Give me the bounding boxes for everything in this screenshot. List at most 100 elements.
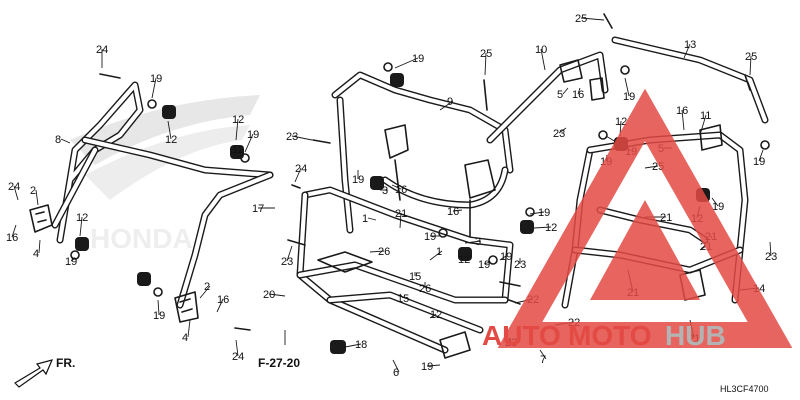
callout-leader [244, 133, 254, 153]
callout-label: 5 [557, 89, 563, 101]
callout-leader [35, 189, 39, 206]
reference-label: F-27-20 [258, 356, 300, 370]
callout-leader [235, 339, 239, 357]
callout-leader [683, 43, 691, 59]
callout-label: 12 [76, 212, 88, 224]
callout-label: 24 [232, 351, 244, 363]
callout-label: 19 [421, 361, 433, 373]
callout-leader [439, 100, 454, 111]
watermark-brand-auto: AUTO [482, 320, 561, 351]
callout-leader [13, 185, 19, 201]
callout-label: 7 [540, 354, 546, 366]
callout-label: 16 [217, 294, 229, 306]
callout-leader [533, 226, 552, 229]
callout-leader [758, 149, 764, 162]
callout-leader [294, 167, 302, 183]
callout-label: 9 [447, 96, 453, 108]
callout-leader [70, 257, 76, 262]
callout-label: 15 [409, 271, 421, 283]
callout-label: 19 [247, 129, 259, 141]
callout-label: 24 [8, 181, 20, 193]
reference-marker: F-27-20 [258, 330, 300, 370]
callout-leader [167, 120, 172, 140]
callout-leader [235, 118, 239, 141]
callout-leader [644, 165, 659, 169]
callout-label: 19 [478, 259, 490, 271]
callout-leader [681, 109, 685, 131]
callout-label: 12 [615, 116, 627, 128]
callout-label: 17 [252, 203, 264, 215]
callout-label: 6 [393, 367, 399, 379]
callout-leader [539, 349, 547, 360]
callout-leader [11, 224, 17, 238]
callout-leader [391, 184, 402, 190]
callout-leader [268, 293, 286, 297]
callout-leader [484, 52, 487, 76]
callout-leader [216, 298, 224, 313]
callout-label: 10 [535, 44, 547, 56]
callout-leader [79, 216, 83, 237]
callout-label: 12 [458, 254, 470, 266]
callout-label: 19 [412, 53, 424, 65]
part-10-upper-bar [486, 51, 609, 144]
callout-leader [429, 313, 437, 319]
callout-leader [399, 212, 402, 229]
callout-leader [399, 293, 404, 299]
callout-label: 19 [712, 201, 724, 213]
watermark-triangle-logo [497, 88, 793, 348]
callout-label: 11 [700, 110, 711, 122]
callout-leader [452, 209, 463, 212]
callout-label: 25 [745, 51, 757, 63]
callout-leader [577, 87, 581, 95]
callout-label: 12 [430, 309, 442, 321]
callout-label: 16 [676, 105, 688, 117]
callout-label: 16 [6, 232, 18, 244]
callout-label: 19 [153, 310, 165, 322]
callout-label: 23 [281, 256, 293, 268]
callout-leader [392, 359, 400, 373]
callout-label: 25 [480, 48, 492, 60]
callout-leader [429, 250, 443, 261]
callout-leader [749, 55, 752, 76]
callout-label: 26 [378, 246, 390, 258]
callout-label: 19 [500, 251, 512, 263]
callout-leader [624, 77, 630, 97]
front-direction-arrow: FR. [14, 356, 75, 388]
callout-label: 2 [30, 185, 36, 197]
callout-leader [463, 257, 466, 260]
callout-leader [769, 241, 772, 257]
callout-leader [367, 217, 377, 221]
callout-label: 19 [65, 256, 77, 268]
callout-leader [711, 197, 719, 207]
callout-label: 21 [395, 208, 407, 220]
callout-label: 12 [232, 144, 244, 156]
callout-leader [38, 239, 41, 254]
callout-label: 8 [55, 134, 61, 146]
callout-label: 26 [419, 283, 431, 295]
callout-label: 23 [553, 128, 565, 140]
callout-label: 23 [286, 131, 298, 143]
part-13-top-rear-bar [611, 36, 769, 124]
callout-leader [286, 245, 293, 262]
watermark-brand-hub: HUB [665, 320, 726, 351]
part-2-left-bracket-lower [174, 291, 199, 323]
callout-label: 4 [33, 248, 39, 260]
callout-label: 21 [660, 212, 672, 224]
callout-label: 12 [165, 134, 177, 146]
callout-label: 13 [684, 39, 696, 51]
part-8-left-roll-bar [51, 81, 274, 309]
part-6-lower-frame [296, 186, 514, 359]
callout-label: 15 [397, 293, 409, 305]
callout-leader [291, 135, 313, 141]
washers-and-bolts [70, 13, 770, 331]
callout-leader [60, 138, 71, 144]
callout-label: 4 [182, 332, 188, 344]
callout-leader [483, 261, 491, 265]
callout-label: 19 [424, 231, 436, 243]
callout-label: 25 [575, 13, 587, 25]
callout-leader [151, 77, 157, 99]
callout-label: 19 [623, 91, 635, 103]
callout-label: 12 [232, 114, 244, 126]
callout-leader [426, 364, 441, 367]
